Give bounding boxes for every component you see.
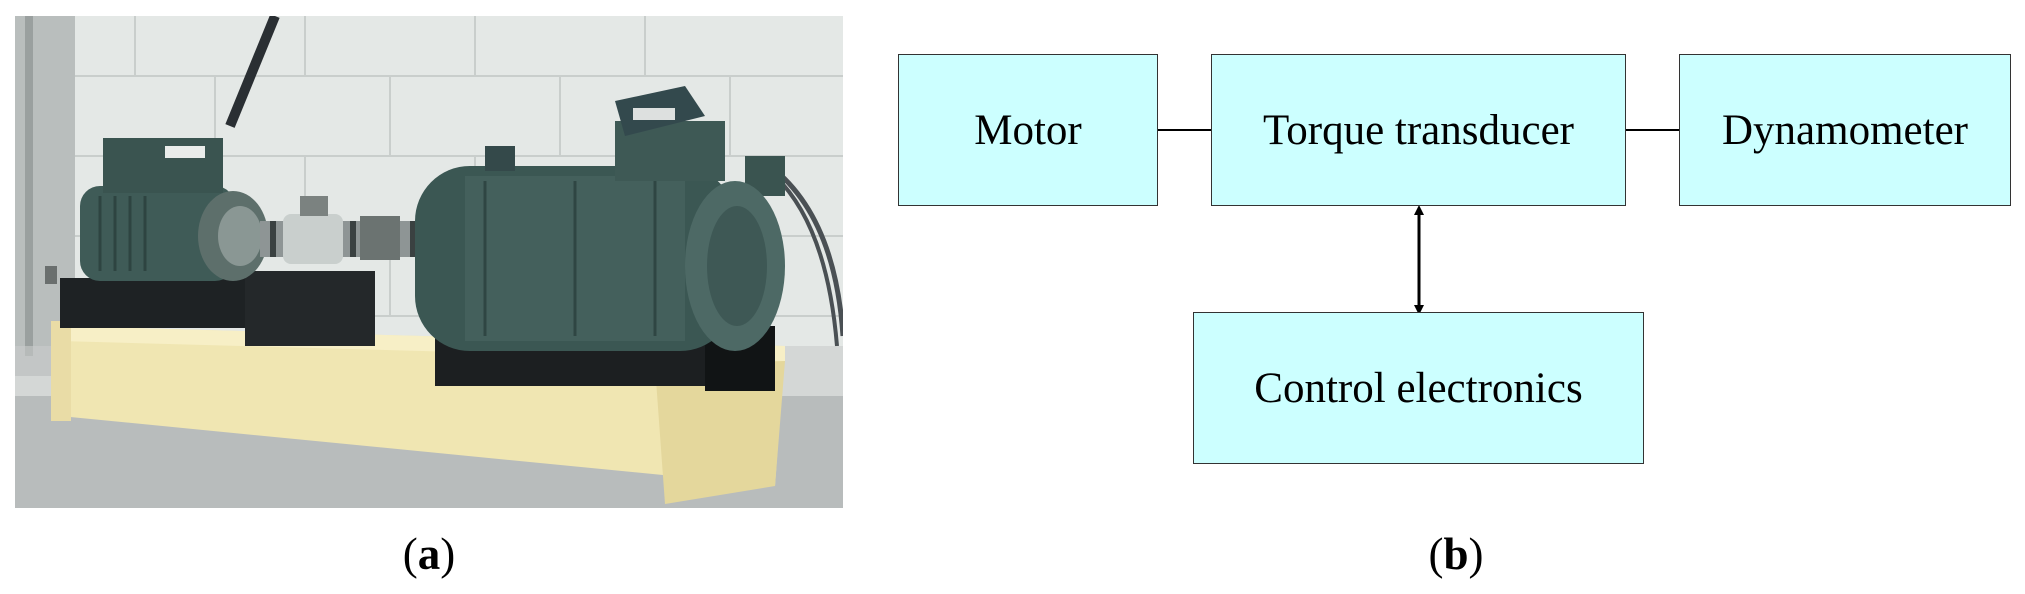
motor-box: Motor	[898, 54, 1158, 206]
torque-transducer-box: Torque transducer	[1211, 54, 1626, 206]
dynamometer-label: Dynamometer	[1722, 106, 1968, 154]
panel-a-label: (a)	[402, 529, 456, 579]
motor-label: Motor	[974, 106, 1082, 154]
panel-b-label: (b)	[1428, 529, 1484, 579]
test-rig-photo	[15, 16, 843, 508]
dynamometer-box: Dynamometer	[1679, 54, 2011, 206]
control-electronics-box: Control electronics	[1193, 312, 1644, 464]
control-electronics-label: Control electronics	[1254, 364, 1583, 412]
torque-transducer-label: Torque transducer	[1263, 106, 1574, 154]
